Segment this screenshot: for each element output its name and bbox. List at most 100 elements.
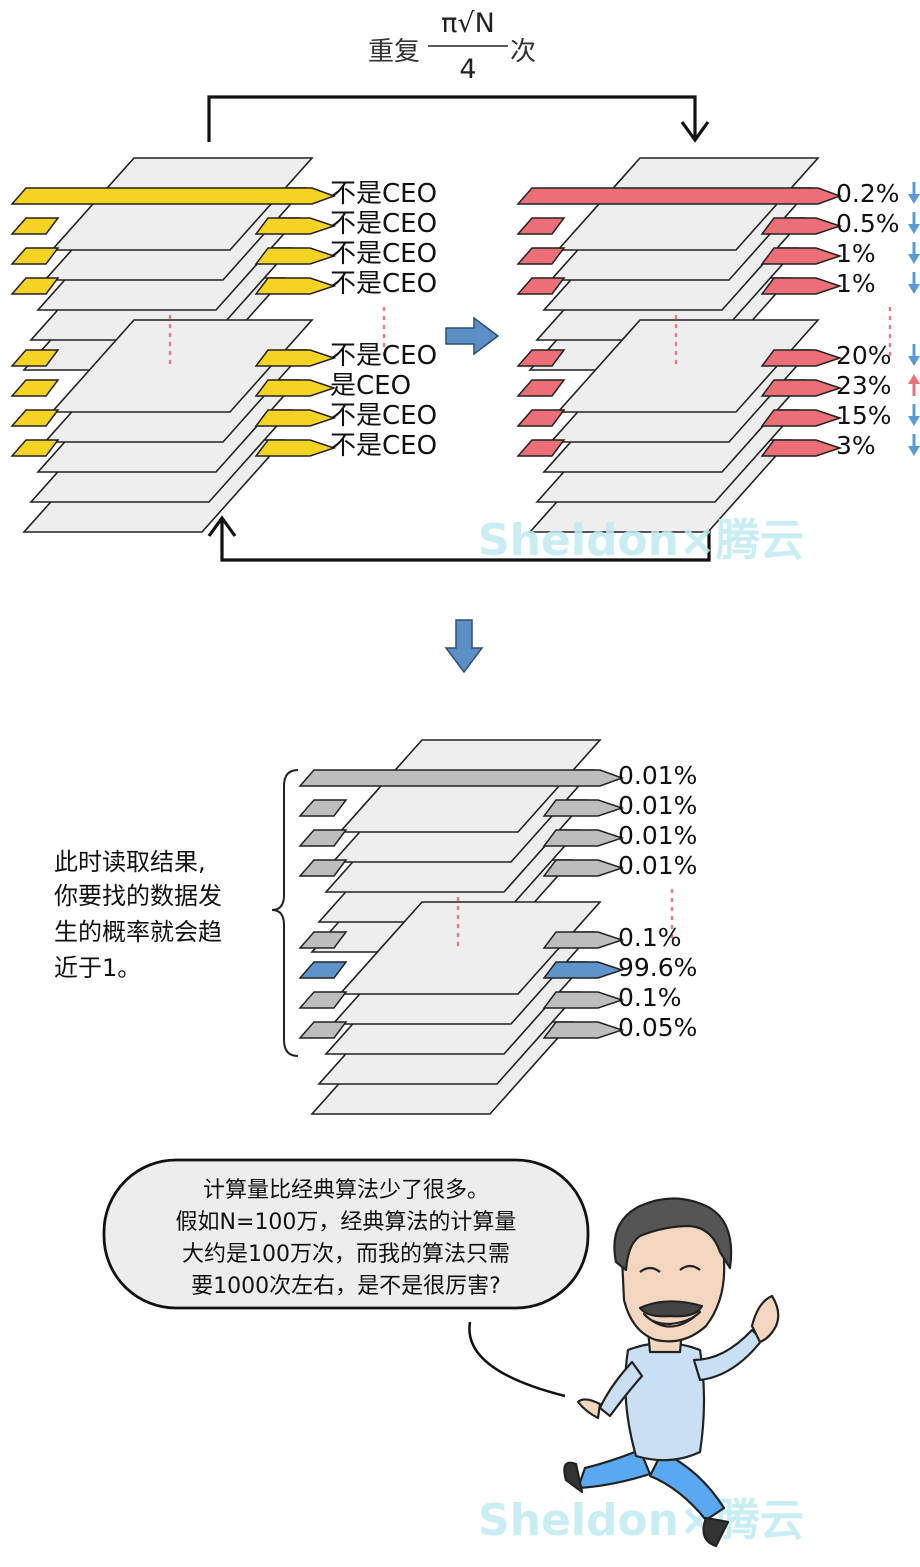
layer-sheet xyxy=(50,319,314,413)
layer-tab-left xyxy=(10,247,60,265)
right-arrow-icon xyxy=(445,316,500,356)
layer-tab-left xyxy=(298,1021,348,1039)
hair xyxy=(613,1197,733,1272)
down-arrow-icon xyxy=(908,434,920,456)
formula-suffix: 次 xyxy=(510,37,536,67)
side-note-line: 生的概率就会趋 xyxy=(54,918,222,946)
layer-tab-left xyxy=(298,931,348,949)
layer-tab-right xyxy=(542,931,625,949)
layer-tab xyxy=(10,187,337,205)
layer-tab-right xyxy=(254,349,337,367)
left-eye xyxy=(639,1266,661,1273)
side-note-line: 此时读取结果, xyxy=(54,848,206,876)
layer-tab-left xyxy=(516,277,566,295)
layer-label: 0.01% xyxy=(618,851,697,880)
layer-tab-right xyxy=(760,409,843,427)
layer-tab-right xyxy=(542,859,625,877)
final-stack-probabilities: 0.01%0.01%0.01%0.01%0.1%99.6%0.1%0.05% xyxy=(298,739,697,1115)
layer-tab-left xyxy=(516,409,566,427)
speech-bubble: 计算量比经典算法少了很多。 假如N=100万，经典算法的计算量 大约是100万次… xyxy=(102,1158,590,1398)
layer-tab-right xyxy=(542,799,625,817)
loop-arrow-top xyxy=(207,95,710,143)
layer-label: 不是CEO xyxy=(330,239,437,269)
layer-label: 0.01% xyxy=(618,761,697,790)
layer-label: 不是CEO xyxy=(330,401,437,431)
down-arrow-icon xyxy=(908,212,920,234)
down-arrow-icon xyxy=(908,344,920,366)
speech-bubble-body xyxy=(102,1158,590,1310)
layer-label: 0.05% xyxy=(618,1013,697,1042)
grin xyxy=(642,1310,702,1328)
up-arrow-icon xyxy=(908,374,920,396)
layer-tab-left xyxy=(10,409,60,427)
layer-label: 0.1% xyxy=(618,983,682,1012)
down-arrow-icon xyxy=(908,242,920,264)
watermark-top: Sheldon×腾云 xyxy=(478,515,804,566)
layer-tab-right xyxy=(542,1021,625,1039)
layer-tab-left xyxy=(516,217,566,235)
layer-tab-left xyxy=(10,277,60,295)
shirt xyxy=(624,1341,706,1462)
layer-tab-right xyxy=(542,829,625,847)
layer-tab xyxy=(298,769,625,787)
layer-label: 99.6% xyxy=(618,953,697,982)
curly-brace xyxy=(271,769,299,1057)
watermark-bottom: Sheldon×腾云 xyxy=(478,1495,804,1546)
down-arrow-icon xyxy=(908,182,920,204)
loop-arrow-bottom xyxy=(207,515,711,562)
layer-tab-right xyxy=(254,439,337,457)
layer-label: 0.01% xyxy=(618,791,697,820)
layer-label: 0.5% xyxy=(836,209,900,238)
layer-label: 是CEO xyxy=(330,371,411,401)
side-note-line: 近于1。 xyxy=(54,954,141,982)
layer-tab-left xyxy=(10,379,60,397)
right-hand xyxy=(750,1294,780,1344)
layer-tab-right xyxy=(760,247,843,265)
layer-sheet xyxy=(338,901,602,995)
layer-tab-left xyxy=(298,829,348,847)
speech-line: 计算量比经典算法少了很多。 xyxy=(203,1178,489,1203)
layer-tab-right xyxy=(760,277,843,295)
layer-tab-left xyxy=(298,961,348,979)
layer-tab-left xyxy=(298,991,348,1009)
speech-line: 大约是100万次，而我的算法只需 xyxy=(182,1242,510,1267)
layer-tab-right xyxy=(760,349,843,367)
layer-tab-right xyxy=(760,217,843,235)
layer-label: 0.2% xyxy=(836,179,900,208)
formula-numerator: π√N xyxy=(441,8,495,39)
layer-tab-left xyxy=(10,439,60,457)
formula-denominator: 4 xyxy=(459,54,476,85)
speech-tail xyxy=(468,1321,566,1398)
layer-label: 0.1% xyxy=(618,923,682,952)
layer-tab-right xyxy=(254,409,337,427)
right-stack-probabilities: 0.2%0.5%1%1%20%23%15%3% xyxy=(516,157,920,533)
speech-line: 假如N=100万，经典算法的计算量 xyxy=(176,1210,517,1235)
right-leg xyxy=(648,1450,726,1522)
layer-tab-right xyxy=(254,247,337,265)
iteration-formula: 重复 π√N 4 次 xyxy=(368,8,536,85)
layer-tab-left xyxy=(10,217,60,235)
right-shoe xyxy=(702,1516,730,1548)
layer-label: 不是CEO xyxy=(330,341,437,371)
layer-label: 不是CEO xyxy=(330,431,437,461)
layer-tab-right xyxy=(254,277,337,295)
down-arrow-icon xyxy=(908,272,920,294)
speech-line: 要1000次左右，是不是很厉害? xyxy=(191,1274,501,1299)
down-arrow-icon xyxy=(908,404,920,426)
layer-tab-right xyxy=(760,439,843,457)
layer-label: 20% xyxy=(836,341,892,370)
layer-tab-right xyxy=(542,991,625,1009)
layer-tab xyxy=(516,187,843,205)
layer-label: 1% xyxy=(836,269,876,298)
right-eye xyxy=(679,1264,701,1271)
layer-tab-right xyxy=(760,379,843,397)
layer-label: 23% xyxy=(836,371,892,400)
left-shoe xyxy=(563,1461,584,1494)
left-arm xyxy=(598,1360,644,1418)
mustache xyxy=(638,1300,704,1318)
layer-label: 15% xyxy=(836,401,892,430)
left-hand xyxy=(576,1398,602,1420)
layer-tab-left xyxy=(10,349,60,367)
layer-tab-left xyxy=(516,379,566,397)
